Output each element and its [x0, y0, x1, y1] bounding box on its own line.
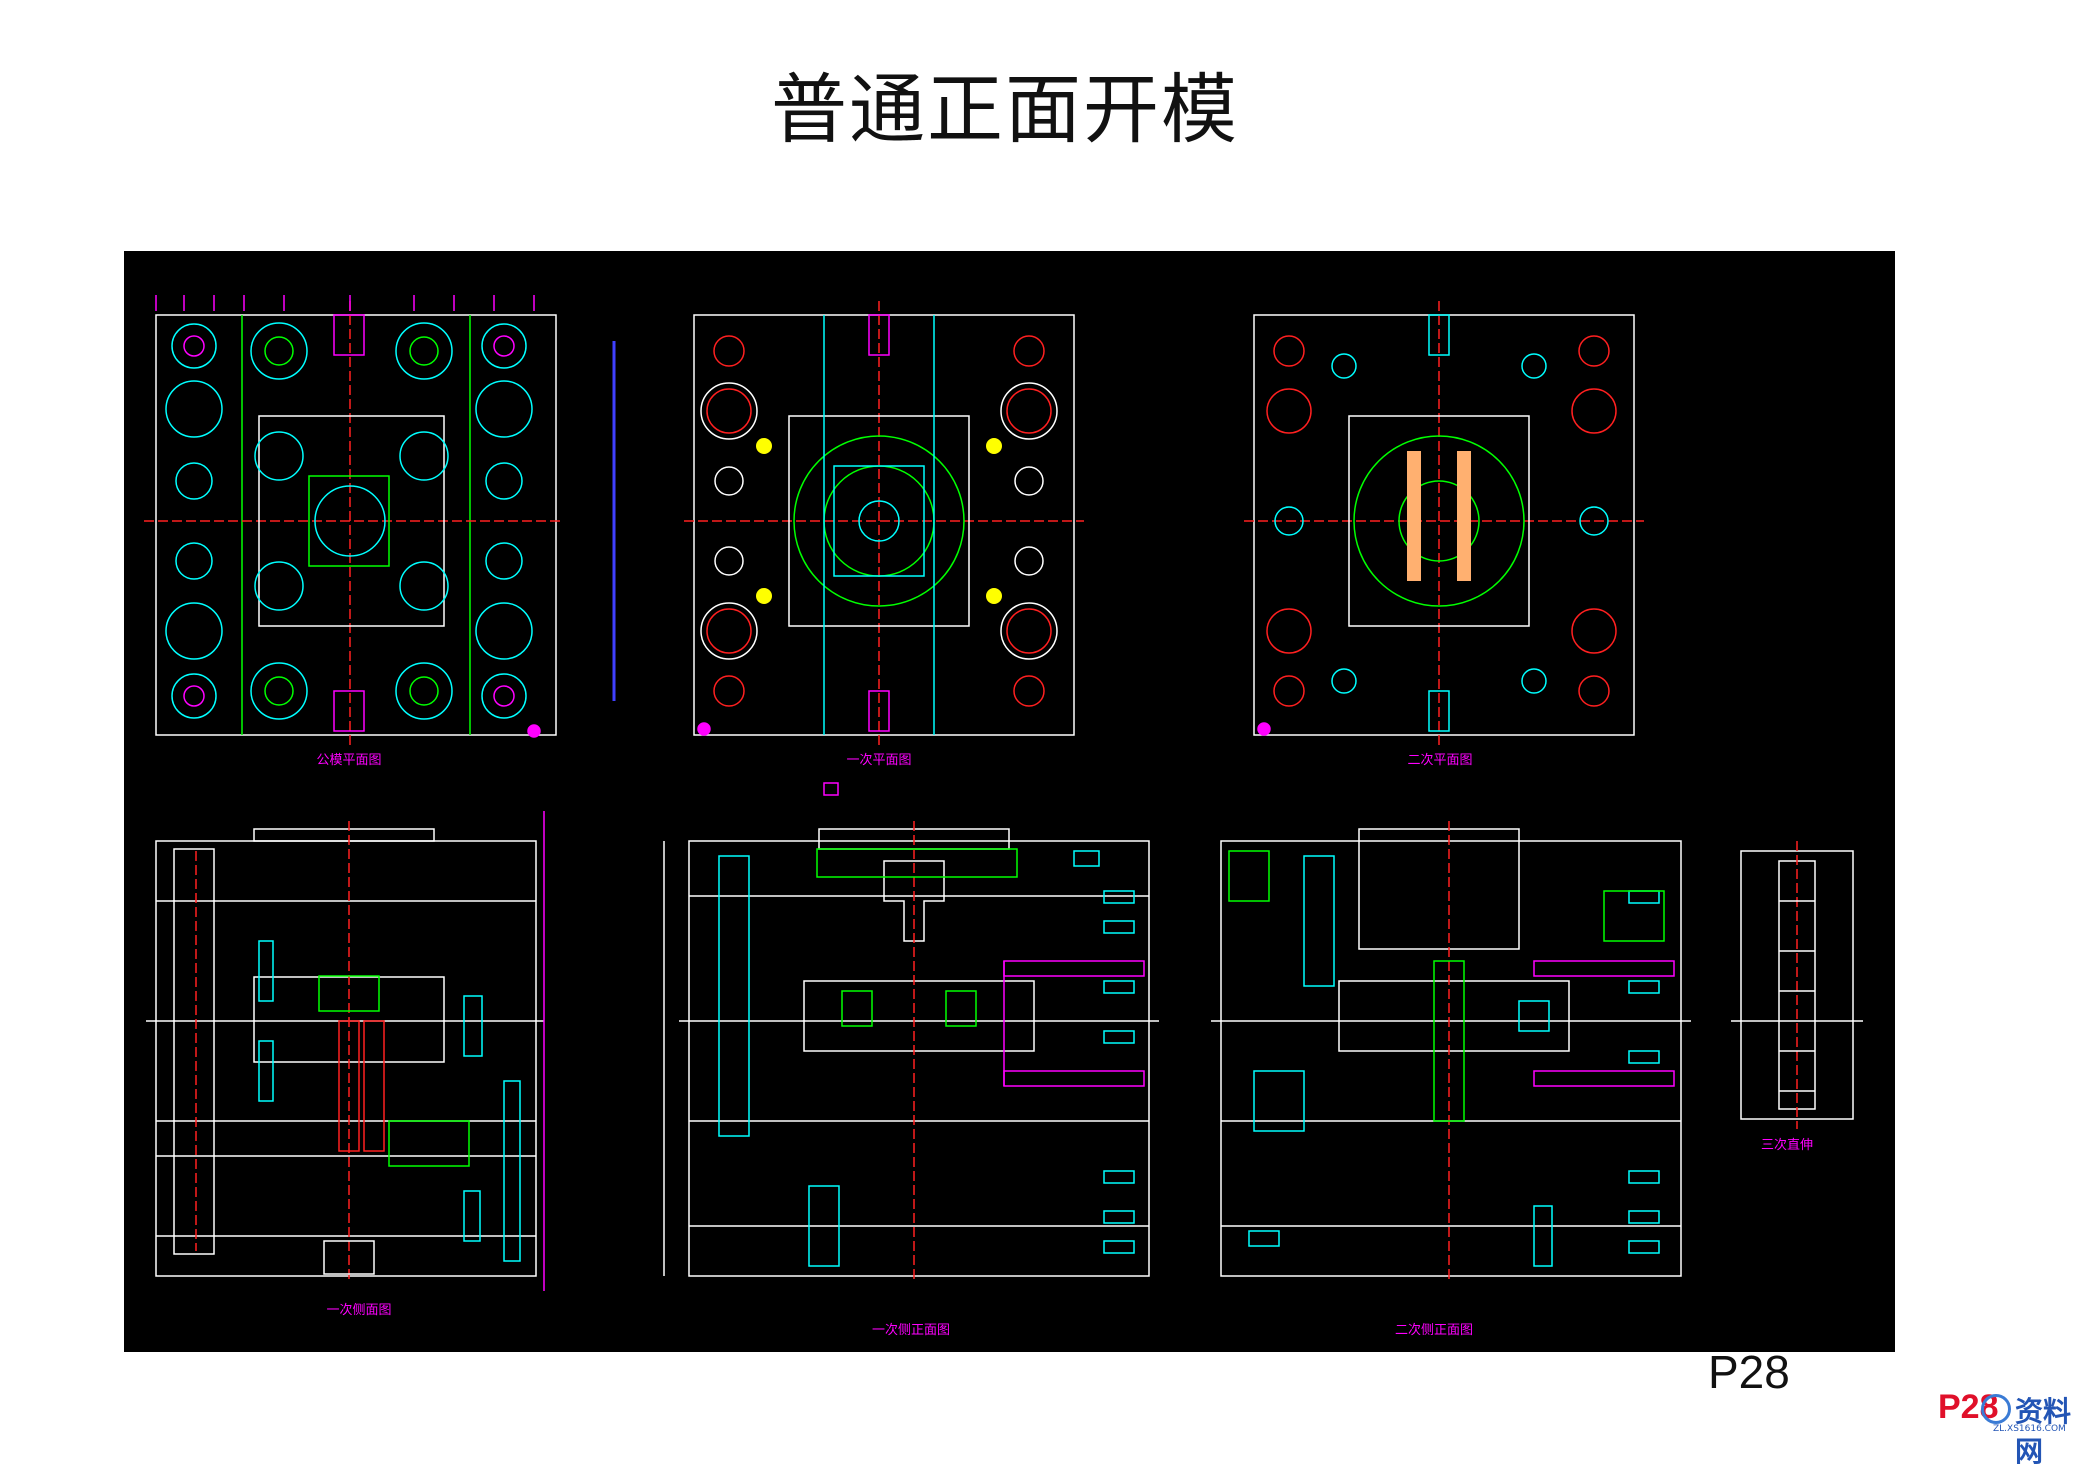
slide-title: 普通正面开模 [771, 65, 1239, 154]
view-label-second-plan: 二次平面图 [1407, 752, 1472, 768]
view-label-core-plan: 公模平面图 [316, 753, 381, 768]
view-second-front [1211, 821, 1691, 1281]
view-label-first-front: 一次侧正面图 [872, 1322, 950, 1338]
view-detail [1731, 841, 1863, 1129]
view-label-second-front: 二次侧正面图 [1395, 1322, 1473, 1338]
site-watermark: P28 资料网 ZL.XS1616.COM [1935, 1388, 2094, 1468]
page-number: P28 [1708, 1346, 1790, 1398]
view-core-plan [144, 295, 564, 746]
mold-drawing: 公模平面图 [144, 295, 1863, 1338]
view-label-first-side: 一次侧面图 [326, 1302, 391, 1318]
view-label-detail: 三次直伸 [1761, 1137, 1813, 1153]
view-label-first-plan: 一次平面图 [846, 752, 911, 768]
cad-drawing-panel: 公模平面图 [124, 251, 1895, 1352]
view-second-plan [1244, 301, 1644, 746]
view-first-front [663, 821, 1159, 1281]
view-first-side [146, 811, 545, 1291]
watermark-logo-icon [1981, 1394, 2011, 1424]
view-first-plan [684, 301, 1084, 746]
watermark-site-url: ZL.XS1616.COM [1993, 1424, 2066, 1434]
